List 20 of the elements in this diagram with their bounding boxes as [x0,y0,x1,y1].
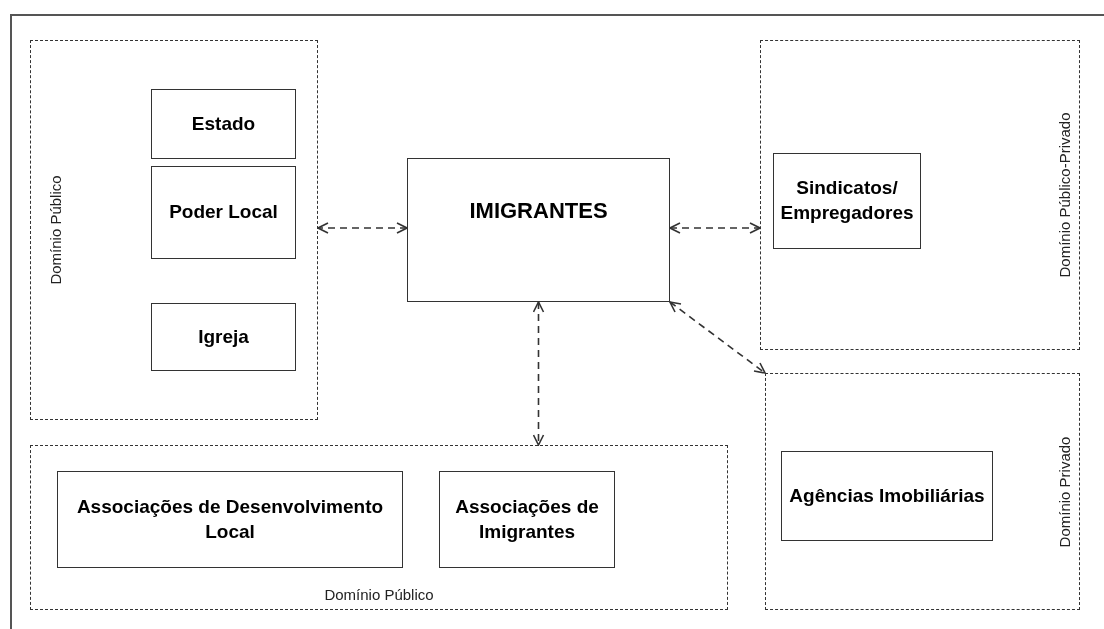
domain-region [30,445,728,610]
domain-region [760,40,1080,350]
actor-box: Associações de Imigrantes [439,471,615,568]
double-arrow [669,222,761,234]
domain-region [30,40,318,420]
actor-box: Estado [151,89,296,159]
region-label: Domínio Público [47,175,64,285]
central-box: IMIGRANTES [407,158,670,302]
actor-box: Igreja [151,303,296,371]
region-label: Domínio Público-Privado [1056,112,1073,278]
double-arrow [532,301,545,446]
double-arrow [669,301,766,374]
region-label: Domínio Público [324,586,434,603]
double-arrow [317,222,408,234]
domain-region [765,373,1080,610]
actor-box: Sindicatos/ Empregadores [773,153,921,249]
region-label: Domínio Privado [1056,436,1073,547]
actor-box: Poder Local [151,166,296,259]
actor-box: Associações de Desenvolvimento Local [57,471,403,568]
actor-box: Agências Imobiliárias [781,451,993,541]
